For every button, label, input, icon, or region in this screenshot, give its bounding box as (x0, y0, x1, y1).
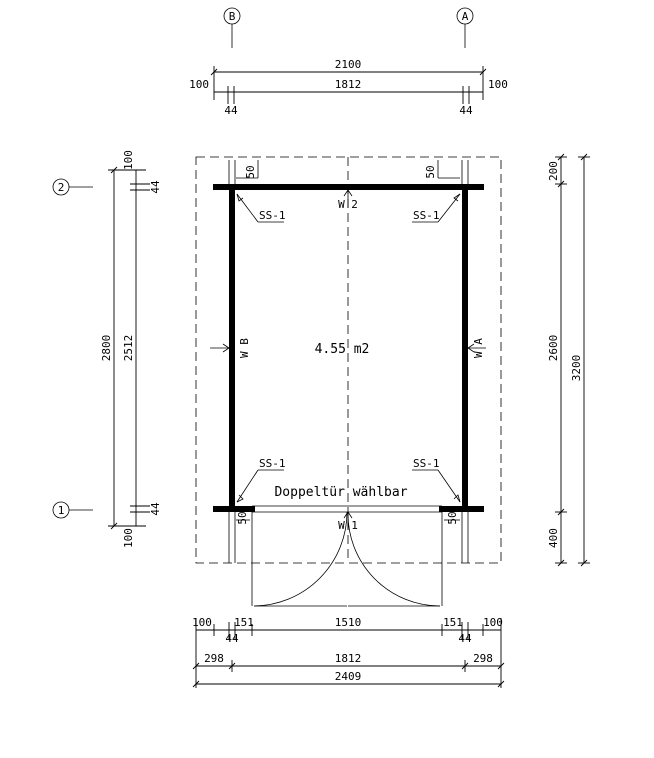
top-inner-label: 1812 (335, 78, 362, 91)
bottom-door-label: 1510 (335, 616, 362, 629)
corner-markers: 50 50 50 50 (236, 160, 460, 525)
top-total-label: 2100 (335, 58, 362, 71)
room-area-label: 4.55 m2 (315, 342, 370, 357)
right-dimension-total: 3200 (570, 153, 590, 567)
bottom-right-wall-label: 44 (458, 632, 472, 645)
ss-tl-label: SS-1 (259, 209, 286, 222)
bottom-left-over-label: 298 (204, 652, 224, 665)
bottom-right-post-label: 151 (443, 616, 463, 629)
wall-label-b: W B (210, 338, 251, 358)
top-dimension-inner: 1812 100 100 44 44 (189, 78, 508, 117)
right-dimension-chain: 200 2600 400 (547, 153, 567, 567)
ss-tr-label: SS-1 (413, 209, 440, 222)
ss-br-label: SS-1 (413, 457, 440, 470)
grid-axis-a: A (456, 7, 474, 48)
top-dimension-total: 2100 (210, 58, 487, 100)
bottom-inner-label: 1812 (335, 652, 362, 665)
bottom-right-over-label: 298 (473, 652, 493, 665)
right-bottom-label: 400 (547, 528, 560, 548)
corner-tl-label: 50 (244, 165, 257, 178)
right-mid-label: 2600 (547, 335, 560, 362)
left-dimension-inner: 2512 100 100 44 44 (122, 150, 162, 548)
bottom-left-ext-label: 100 (192, 616, 212, 629)
wall-b-label: W B (238, 338, 251, 358)
roof-outline (195, 156, 502, 564)
left-inner-label: 2512 (122, 335, 135, 362)
grid-axis-1: 1 (52, 501, 93, 519)
grid-axis-b: B (223, 7, 241, 48)
left-bottom-ext-label: 100 (122, 528, 135, 548)
bottom-left-post-label: 151 (234, 616, 254, 629)
bottom-dimension-total: 2409 (192, 670, 505, 688)
bottom-total-label: 2409 (335, 670, 362, 683)
corner-tr-label: 50 (424, 165, 437, 178)
bottom-dimension-chain-1: 100 151 1510 151 100 44 44 (192, 616, 503, 645)
corner-br-label: 50 (446, 511, 459, 524)
bottom-dimension-chain-2: 298 1812 298 (192, 618, 505, 688)
wall-label-1: W 1 (338, 511, 358, 532)
top-left-ext-label: 100 (189, 78, 209, 91)
top-right-wall-label: 44 (459, 104, 473, 117)
ss-leaders: SS-1 SS-1 SS-1 SS-1 (236, 193, 461, 503)
left-top-ext-label: 100 (122, 150, 135, 170)
bottom-left-wall-label: 44 (225, 632, 239, 645)
right-top-label: 200 (547, 161, 560, 181)
wall-2-label: W 2 (338, 198, 358, 211)
wall-a-label: W A (472, 338, 485, 358)
bottom-right-ext-label: 100 (483, 616, 503, 629)
corner-bl-label: 50 (236, 511, 249, 524)
left-dimension-total: 2800 (100, 166, 146, 530)
top-right-ext-label: 100 (488, 78, 508, 91)
grid-axis-a-label: A (462, 10, 469, 23)
wall-1-label: W 1 (338, 519, 358, 532)
ss-bl-label: SS-1 (259, 457, 286, 470)
door-note-label: Doppeltür wählbar (274, 485, 407, 500)
left-bottom-wall-label: 44 (149, 502, 162, 516)
grid-axis-2-label: 2 (58, 181, 65, 194)
left-total-label: 2800 (100, 335, 113, 362)
grid-axis-1-label: 1 (58, 504, 65, 517)
walls (213, 160, 484, 606)
wall-label-a: W A (467, 338, 486, 358)
double-door (253, 511, 441, 607)
right-total-label: 3200 (570, 355, 583, 382)
left-top-wall-label: 44 (149, 180, 162, 194)
grid-axis-b-label: B (229, 10, 236, 23)
wall-label-2: W 2 (338, 189, 358, 211)
top-left-wall-label: 44 (224, 104, 238, 117)
grid-axis-2: 2 (52, 178, 93, 196)
